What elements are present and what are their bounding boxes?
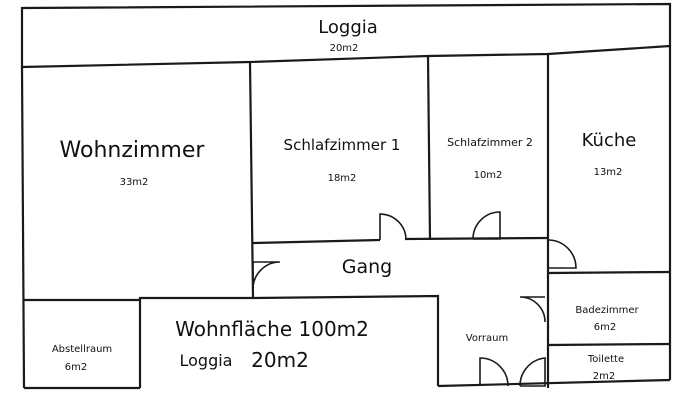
abstellraum-area: 6m2 xyxy=(65,362,87,373)
room-labels: Loggia 20m2 Wohnzimmer 33m2 Schlafzimmer… xyxy=(52,17,640,382)
walls xyxy=(20,2,672,390)
wall-gang-bottom xyxy=(252,294,440,386)
wall-bottom-right xyxy=(437,378,671,388)
schlafzimmer1-name: Schlafzimmer 1 xyxy=(284,136,401,154)
schlafzimmer2-name: Schlafzimmer 2 xyxy=(447,136,533,149)
badezimmer-name: Badezimmer xyxy=(575,305,639,316)
door-schlafzimmer2 xyxy=(472,211,501,240)
loggia-area: 20m2 xyxy=(330,43,359,54)
wall-wohnzimmer-bottom xyxy=(24,296,253,302)
wall-loggia-outline xyxy=(20,2,672,67)
door-wohnzimmer xyxy=(252,261,281,290)
wohnzimmer-name: Wohnzimmer xyxy=(60,138,206,163)
summary-loggia-value: 20m2 xyxy=(251,348,309,372)
wall-wohnzimmer-right xyxy=(248,61,255,299)
wohnzimmer-area: 33m2 xyxy=(120,177,149,188)
badezimmer-area: 6m2 xyxy=(594,322,616,333)
wall-gang-top-left xyxy=(252,238,381,245)
toilette-area: 2m2 xyxy=(593,371,615,382)
toilette-name: Toilette xyxy=(587,354,624,365)
wall-schlaf1-schlaf2 xyxy=(426,55,432,241)
schlafzimmer1-area: 18m2 xyxy=(328,173,357,184)
schlafzimmer2-area: 10m2 xyxy=(474,170,503,181)
door-kueche xyxy=(547,239,577,269)
summary-loggia-label: Loggia xyxy=(180,351,233,370)
wall-bad-toilette xyxy=(547,342,671,347)
summary: Wohnfläche 100m2 Loggia 20m2 xyxy=(175,317,369,372)
wall-kueche-bottom xyxy=(547,270,671,275)
loggia-name: Loggia xyxy=(318,17,378,38)
wohnflaeche-label: Wohnfläche 100m2 xyxy=(175,317,369,341)
door-vorraum xyxy=(519,296,546,323)
door-toilette xyxy=(519,357,546,387)
kueche-name: Küche xyxy=(582,130,637,151)
abstellraum-name: Abstellraum xyxy=(52,344,112,355)
gang-name: Gang xyxy=(342,256,392,278)
door-schlafzimmer1 xyxy=(379,213,407,241)
doors xyxy=(252,211,577,387)
vorraum-name: Vorraum xyxy=(466,333,508,344)
wall-left-outer xyxy=(20,66,26,389)
kueche-area: 13m2 xyxy=(594,167,623,178)
door-entry xyxy=(479,357,509,387)
